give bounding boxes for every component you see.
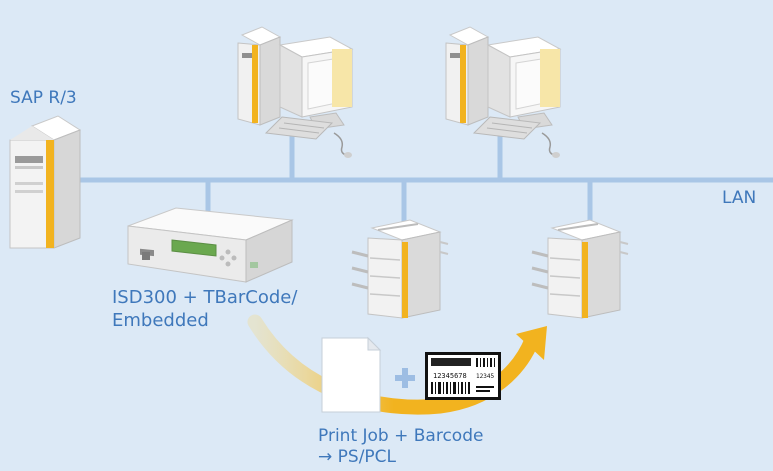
sap-server-icon — [9, 115, 82, 249]
isd300-label-line-1: ISD300 + TBarCode/ — [112, 287, 298, 308]
flow-arrow — [247, 314, 547, 415]
lan-label: LAN — [722, 188, 757, 208]
workstation-2-icon — [445, 26, 562, 158]
print-job-label-line-1: Print Job + Barcode — [318, 426, 484, 446]
sap-label: SAP R/3 — [10, 88, 77, 108]
workstation-1-icon — [237, 26, 354, 158]
isd300-label-line-2: Embedded — [112, 310, 209, 331]
print-job-label: Print Job + Barcode → PS/PCL — [318, 426, 483, 468]
printer-2-icon — [531, 219, 629, 319]
printer-1-icon — [351, 219, 449, 319]
isd300-device-icon — [127, 207, 294, 283]
lan-network — [78, 130, 773, 225]
barcode-small-text: 12345 — [476, 373, 494, 380]
barcode-label-icon: 12345678 12345 — [425, 352, 501, 400]
document-icon — [321, 336, 382, 413]
plus-icon — [395, 368, 415, 388]
print-job-label-line-2: → PS/PCL — [318, 447, 397, 467]
isd300-label: ISD300 + TBarCode/ Embedded — [112, 286, 297, 332]
barcode-number-text: 12345678 — [433, 372, 467, 380]
arrow-head-icon — [516, 326, 547, 360]
